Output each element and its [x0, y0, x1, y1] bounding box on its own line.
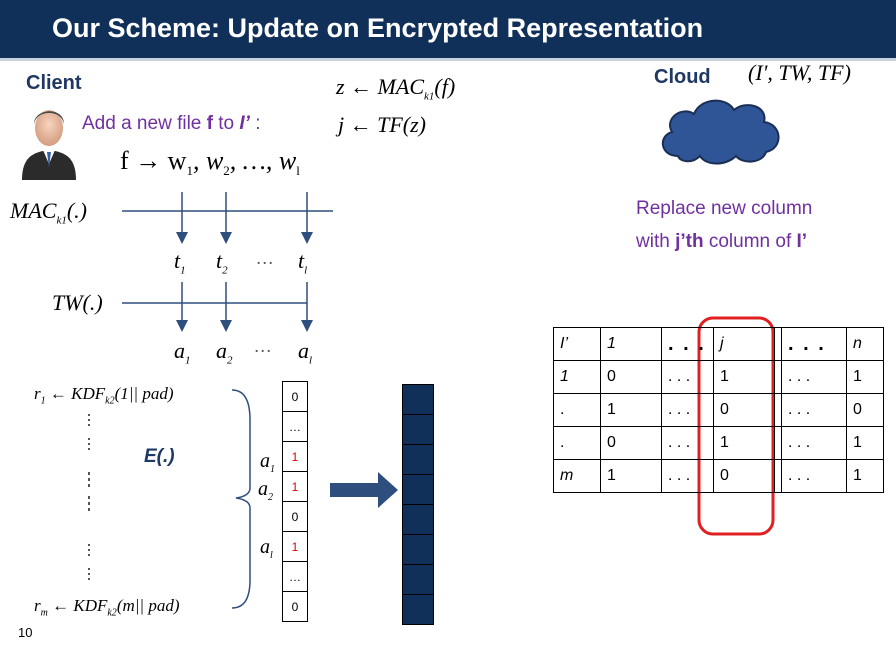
- matrix-row: . 0 . . . 1 . . . 1: [553, 426, 884, 460]
- token-ellipsis: …: [257, 248, 274, 268]
- token-t2: t2: [216, 248, 228, 277]
- matrix-cell: 1: [713, 360, 775, 394]
- matrix-cell: .: [553, 393, 601, 427]
- z-mac-formula: z ← MACk1(f): [336, 74, 456, 103]
- matrix-cell: . . .: [661, 393, 714, 427]
- matrix-cell: 1: [846, 426, 884, 460]
- matrix-cell: n: [846, 327, 884, 361]
- matrix-cell: [774, 393, 782, 427]
- client-label: Client: [26, 72, 82, 94]
- token-a-ellipsis: …: [255, 336, 272, 356]
- matrix-header-row: I’ 1 . . . j . . . n: [553, 327, 884, 361]
- encrypted-cell: [402, 384, 434, 415]
- page-number: 10: [18, 625, 33, 640]
- matrix-cell: . . .: [661, 360, 714, 394]
- token-tl: tl: [298, 248, 308, 277]
- bit-label-al: al: [260, 536, 273, 561]
- r1-kdf-formula: r1 ← KDFk2(1|| pad): [34, 384, 174, 407]
- bit-cell: 0: [282, 501, 308, 532]
- mac-function-label: MACk1(.): [10, 198, 87, 227]
- tw-function-label: TW(.): [52, 290, 103, 315]
- cloud-icon: [662, 99, 780, 165]
- matrix-cell: . . .: [661, 327, 714, 361]
- bit-cell: …: [282, 411, 308, 442]
- matrix-row: m 1 . . . 0 . . . 1: [553, 459, 884, 493]
- encrypted-cell: [402, 534, 434, 565]
- bit-cell: …: [282, 561, 308, 592]
- matrix-cell: I’: [553, 327, 601, 361]
- user-avatar-icon: [22, 110, 76, 180]
- matrix-cell: . . .: [661, 426, 714, 460]
- bit-label-a1: a1: [260, 450, 275, 475]
- slide-title: Our Scheme: Update on Encrypted Represen…: [52, 13, 704, 43]
- matrix-cell: . . .: [781, 360, 847, 394]
- matrix-cell: [774, 459, 782, 493]
- matrix-cell: 1: [846, 459, 884, 493]
- encrypted-cell: [402, 504, 434, 535]
- matrix-cell: 1: [600, 393, 662, 427]
- encryption-function-label: E(.): [144, 446, 175, 467]
- matrix-cell: . . .: [781, 426, 847, 460]
- token-a2: a2: [216, 338, 233, 367]
- matrix-cell: m: [553, 459, 601, 493]
- matrix-cell: 1: [553, 360, 601, 394]
- encrypted-index-matrix: I’ 1 . . . j . . . n 1 0 . . . 1 . . . 1…: [553, 327, 884, 493]
- matrix-cell: . . .: [781, 393, 847, 427]
- bit-label-a2: a2: [258, 478, 273, 503]
- bit-cell: 0: [282, 381, 308, 412]
- matrix-cell: 0: [846, 393, 884, 427]
- matrix-cell: 0: [600, 426, 662, 460]
- token-t1: t1: [174, 248, 186, 277]
- encrypted-cell: [402, 564, 434, 595]
- matrix-cell: [774, 360, 782, 394]
- encrypted-cell: [402, 414, 434, 445]
- bit-cell: 1: [282, 471, 308, 502]
- replace-column-instruction: Replace new column with j’th column of I…: [636, 198, 813, 252]
- cloud-label: Cloud: [654, 66, 711, 88]
- file-keyword-map: f → w1, w2, …, wl: [120, 146, 300, 179]
- matrix-cell: . . .: [661, 459, 714, 493]
- cloud-tuple-formula: (I', TW, TF): [748, 60, 851, 85]
- matrix-cell: 1: [600, 459, 662, 493]
- token-al: al: [298, 338, 313, 367]
- bit-cell: 1: [282, 441, 308, 472]
- matrix-cell: . . .: [781, 459, 847, 493]
- matrix-cell: [774, 426, 782, 460]
- file-bit-column: 0 … 1 1 0 1 … 0: [282, 381, 308, 622]
- matrix-cell: 0: [713, 393, 775, 427]
- matrix-cell: .: [553, 426, 601, 460]
- bit-cell: 0: [282, 591, 308, 622]
- matrix-cell: [774, 327, 782, 361]
- encrypted-column: [402, 384, 434, 625]
- add-file-instruction: Add a new file f to I’ :: [82, 113, 261, 134]
- encrypted-cell: [402, 444, 434, 475]
- matrix-cell: 1: [846, 360, 884, 394]
- matrix-cell: 1: [713, 426, 775, 460]
- title-bar: [0, 0, 896, 61]
- matrix-cell: 0: [713, 459, 775, 493]
- rm-kdf-formula: rm ← KDFk2(m|| pad): [34, 596, 180, 619]
- encrypted-cell: [402, 474, 434, 505]
- matrix-cell: . . .: [781, 327, 847, 361]
- matrix-row: . 1 . . . 0 . . . 0: [553, 393, 884, 427]
- bit-cell: 1: [282, 531, 308, 562]
- matrix-row: 1 0 . . . 1 . . . 1: [553, 360, 884, 394]
- matrix-cell: 1: [600, 327, 662, 361]
- matrix-cell: j: [713, 327, 775, 361]
- token-a1: a1: [174, 338, 191, 367]
- matrix-cell: 0: [600, 360, 662, 394]
- encrypted-cell: [402, 594, 434, 625]
- j-tf-formula: j ← TF(z): [338, 112, 426, 137]
